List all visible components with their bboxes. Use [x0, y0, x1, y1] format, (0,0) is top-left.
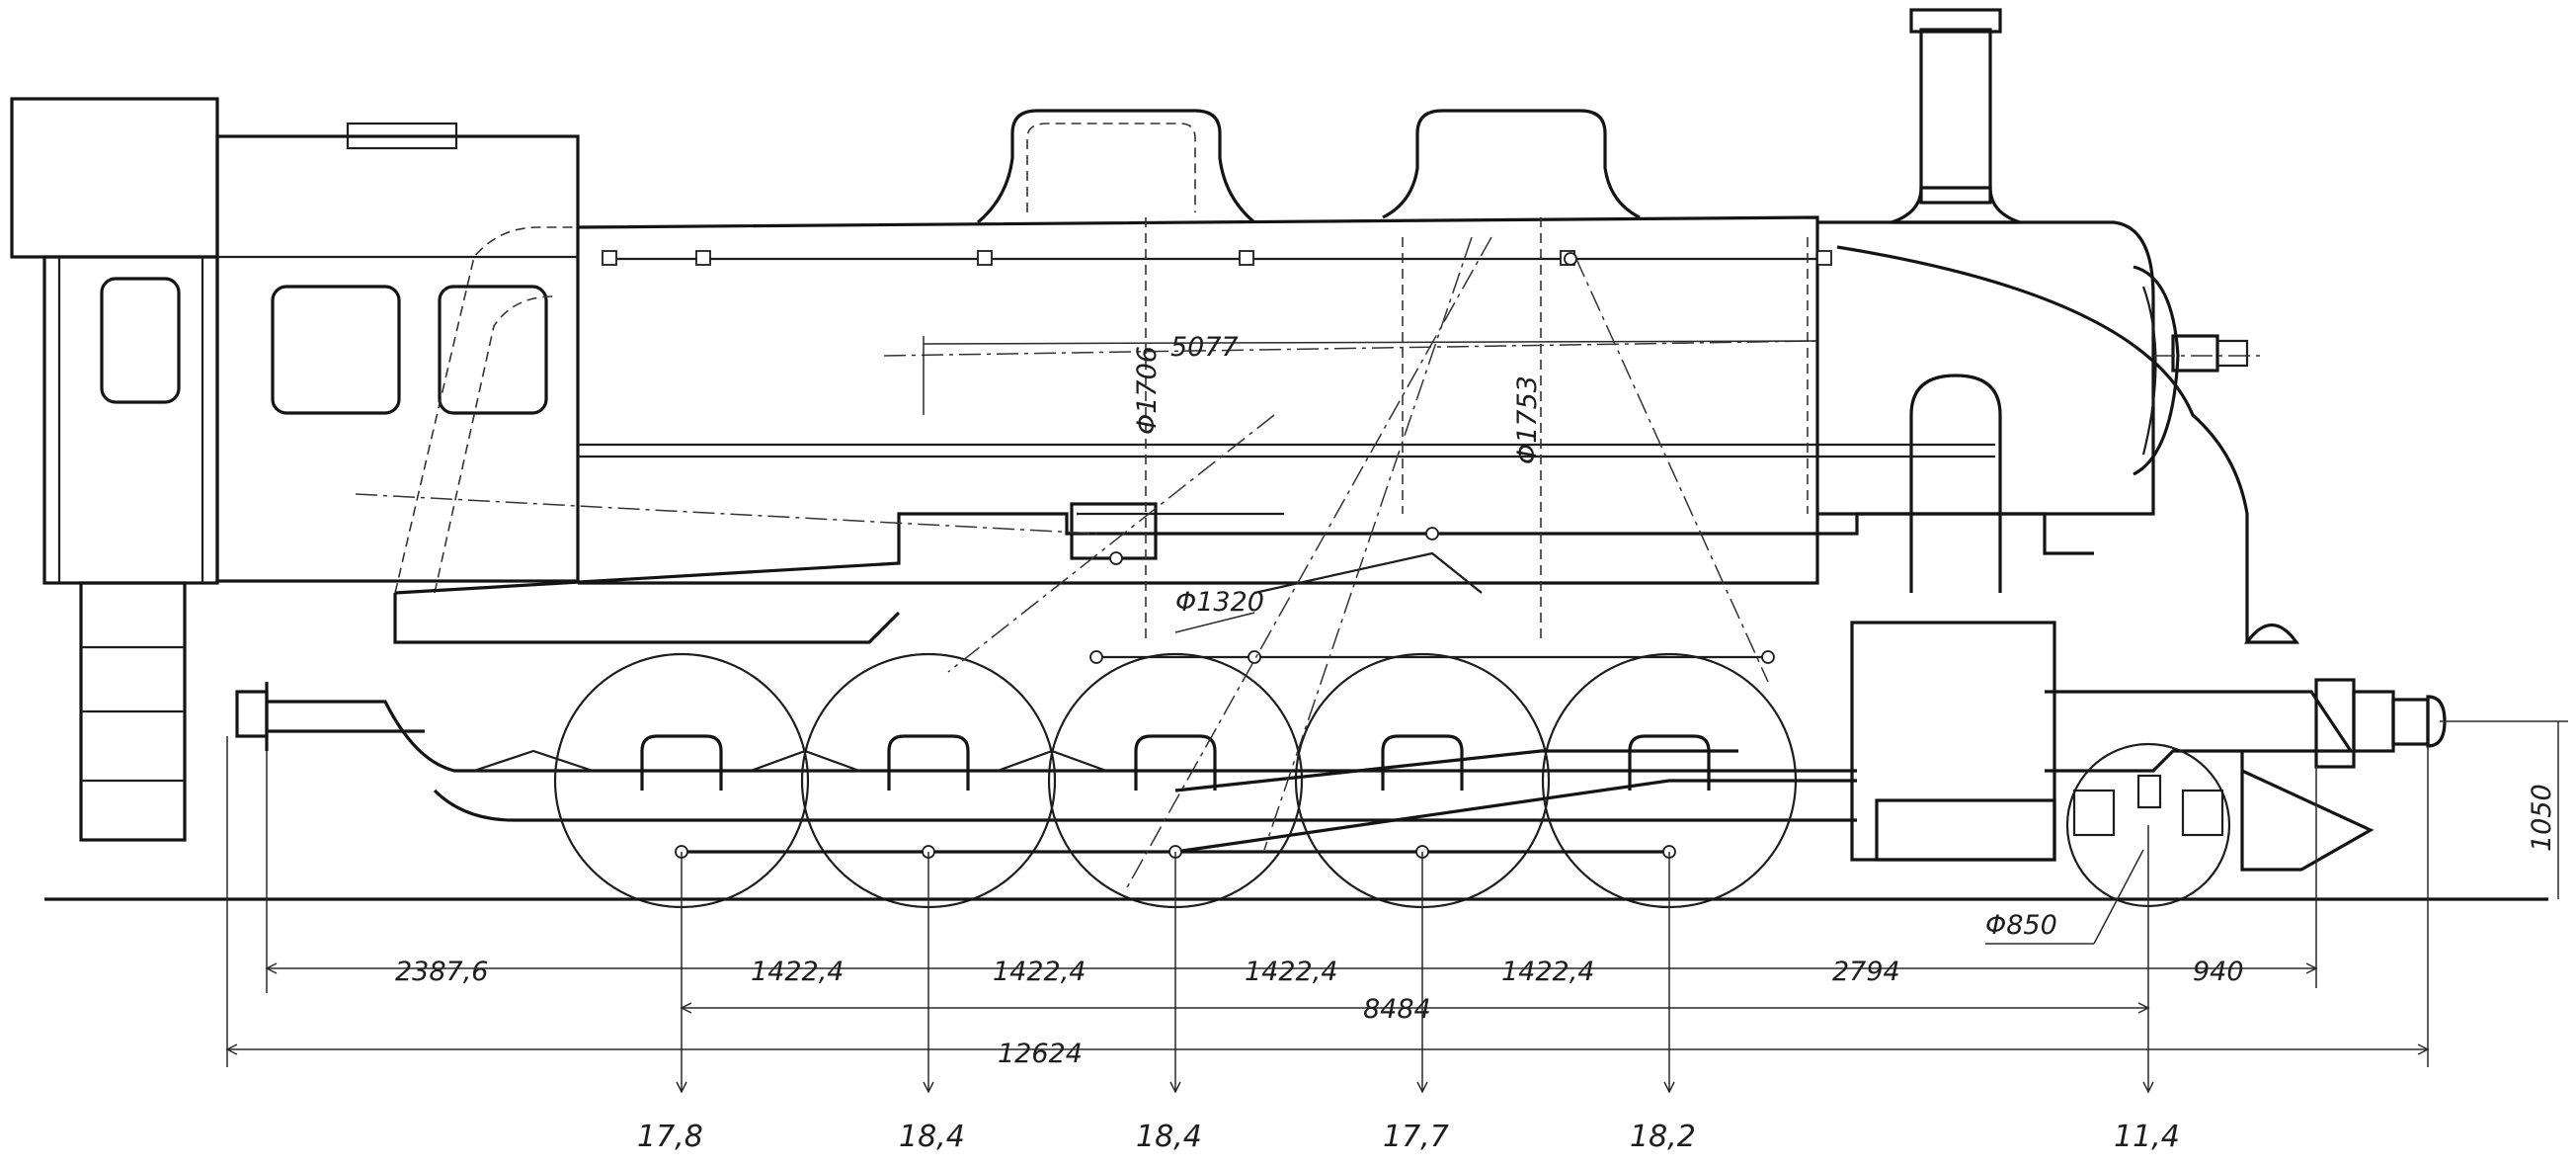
dim-spacing-5: 1422,4 [1501, 957, 1594, 987]
cylinder-block [1850, 621, 2056, 862]
air-pump [1070, 502, 1158, 560]
construction-lines [355, 217, 1818, 890]
dim-spacing-7: 940 [2193, 957, 2244, 987]
axle-load-1: 17,8 [637, 1120, 703, 1154]
axle-load-4: 17,7 [1383, 1120, 1449, 1154]
axle-load-3: 18,4 [1136, 1120, 1202, 1154]
dim-wheelbase: 8484 [1363, 994, 1431, 1025]
front-buffer [2314, 678, 2447, 769]
cab-steps [79, 581, 187, 842]
dim-spacing-3: 1422,4 [993, 957, 1086, 987]
cab [10, 97, 580, 842]
dim-buffer-height: 1050 [2527, 784, 2557, 852]
dim-spacing-1: 2387,6 [395, 957, 488, 987]
cab-front-window [271, 285, 401, 415]
dim-spacing-6: 2794 [1832, 957, 1900, 987]
axle-load-6: 11,4 [2114, 1120, 2180, 1154]
handrail [602, 250, 1832, 266]
dim-spacing-4: 1422,4 [1245, 957, 1337, 987]
cab-front-window-2 [438, 285, 548, 415]
dim-boiler-length: 5077 [1170, 332, 1239, 363]
smokebox [1817, 220, 2155, 516]
headlamp [2171, 334, 2219, 373]
dim-driving-wheel-diameter: Φ1320 [1175, 587, 1264, 618]
frame [235, 512, 2447, 872]
sand-dome [1382, 109, 1641, 219]
cab-side-window [100, 277, 181, 404]
rear-buffer [235, 690, 269, 738]
axle-load-2: 18,4 [899, 1120, 965, 1154]
dim-overall-length: 12624 [998, 1039, 1083, 1069]
boiler [577, 8, 2300, 644]
axle-load-5: 18,2 [1630, 1120, 1696, 1154]
dim-leading-wheel-diameter: Φ850 [1985, 910, 2057, 941]
dimension-lines [225, 336, 2568, 1094]
smokebox-door [2133, 265, 2180, 476]
dim-boiler-diameter-rear: Φ1753 [1512, 375, 1543, 464]
dim-spacing-2: 1422,4 [751, 957, 844, 987]
dim-boiler-diameter-front: Φ1706 [1132, 346, 1163, 435]
steam-dome [976, 109, 1256, 224]
wheels [473, 652, 2231, 909]
chimney [1891, 8, 2021, 224]
